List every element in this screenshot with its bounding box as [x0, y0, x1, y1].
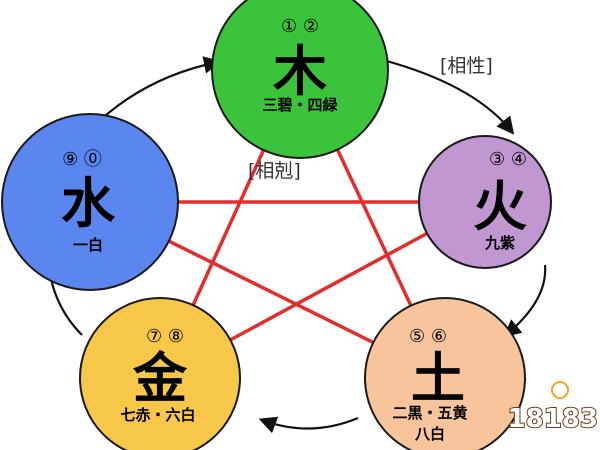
generating-label: [相性]	[440, 55, 493, 77]
wood-circle	[211, 0, 389, 159]
metal-character: 金	[132, 346, 188, 410]
water-numbers: ⑨ ⓪	[62, 149, 102, 170]
overcoming-label: [相剋]	[248, 160, 301, 182]
earth-stars: 二黒・五黄	[392, 404, 467, 422]
wood-numbers: ① ②	[281, 16, 319, 37]
watermark-sun-icon	[551, 381, 569, 399]
watermark-logo: 18183	[507, 381, 599, 435]
metal-circle	[79, 297, 241, 450]
metal-stars: 七赤・六白	[120, 406, 195, 424]
earth-character: 土	[411, 346, 465, 410]
fire-circle	[418, 135, 552, 269]
wood-stars: 三碧・四緑	[262, 96, 338, 114]
earth-stars-line2: 八白	[414, 425, 445, 443]
generating-arrow-wood-fire	[382, 58, 515, 135]
earth-numbers: ⑤ ⑥	[409, 326, 447, 347]
element-node-metal: ⑦ ⑧ 金 七赤・六白	[79, 297, 241, 450]
element-node-wood: ① ② 木 三碧・四緑	[211, 0, 389, 159]
metal-numbers: ⑦ ⑧	[146, 326, 184, 347]
watermark-text: 18183	[508, 404, 598, 434]
element-node-fire: ③ ④ 火 九紫	[418, 135, 552, 269]
element-node-water: ⑨ ⓪ 水 一白	[1, 113, 179, 291]
fire-numbers: ③ ④	[489, 149, 527, 170]
water-circle	[1, 113, 179, 291]
wood-character: 木	[273, 39, 327, 103]
fire-stars: 九紫	[484, 234, 515, 252]
water-character: 水	[61, 171, 116, 235]
element-node-earth: ⑤ ⑥ 土 二黒・五黄 八白	[364, 297, 526, 450]
water-stars: 一白	[73, 236, 103, 254]
generating-arrow-fire-earth	[503, 264, 547, 338]
fire-character: 火	[473, 174, 527, 238]
generating-arrow-earth-metal	[258, 416, 359, 434]
earth-circle	[364, 297, 526, 450]
